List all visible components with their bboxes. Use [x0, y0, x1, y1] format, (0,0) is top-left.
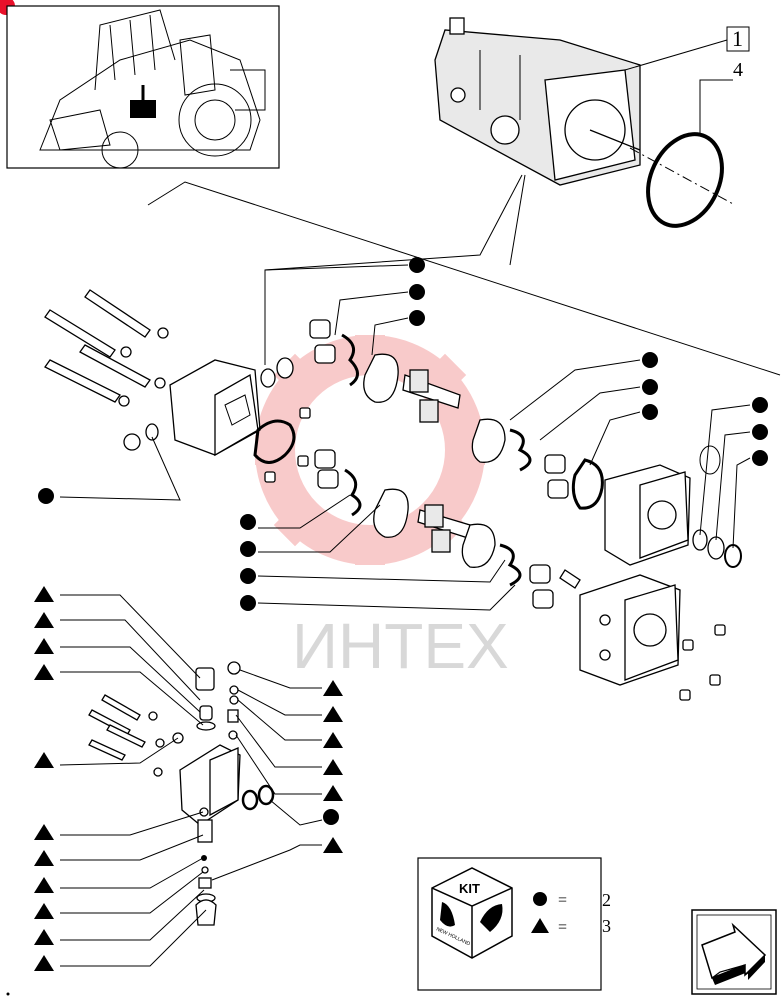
- front-housing[interactable]: [123, 359, 261, 457]
- rear-body[interactable]: [579, 574, 681, 686]
- middle-body[interactable]: [604, 445, 742, 568]
- upper-gear-set[interactable]: [309, 319, 604, 510]
- next-page-button[interactable]: [691, 909, 777, 995]
- relief-valve-assembly[interactable]: [88, 661, 275, 926]
- dowel-pins[interactable]: [264, 407, 726, 701]
- kit-legend: KIT NEW HOLLAND = 2 = 3: [417, 857, 611, 991]
- legend-circle-equals: =: [558, 892, 567, 909]
- legend-circle-symbol: [533, 892, 547, 906]
- triangle-leaders-right: [211, 669, 322, 881]
- legend-triangle-value: 3: [602, 916, 611, 936]
- lower-gear-set[interactable]: [314, 449, 581, 609]
- legend-circle-value: 2: [602, 890, 611, 910]
- callout-4-label: 4: [733, 59, 743, 81]
- seal-rings[interactable]: [253, 357, 296, 464]
- new-holland-leaf-icon-2: [480, 904, 503, 932]
- callout-1-label: 1: [732, 26, 743, 51]
- new-holland-leaf-icon: [440, 902, 455, 927]
- kit-triangle-markers: [34, 586, 343, 971]
- tie-bolts[interactable]: [44, 289, 169, 407]
- kit-circle-markers: [38, 257, 768, 825]
- assembled-pump[interactable]: [434, 17, 641, 186]
- page-dot: [6, 992, 10, 996]
- circle-leaders: [59, 264, 751, 826]
- tractor-thumbnail: [6, 5, 280, 169]
- legend-triangle-symbol: [531, 918, 549, 933]
- legend-triangle-equals: =: [558, 919, 567, 936]
- triangle-leaders-left: [59, 594, 207, 967]
- kit-label: KIT: [459, 881, 480, 896]
- o-ring-4[interactable]: [634, 122, 736, 238]
- watermark-text: ИНТЕХ: [292, 610, 509, 682]
- callout-1-box: [726, 26, 750, 52]
